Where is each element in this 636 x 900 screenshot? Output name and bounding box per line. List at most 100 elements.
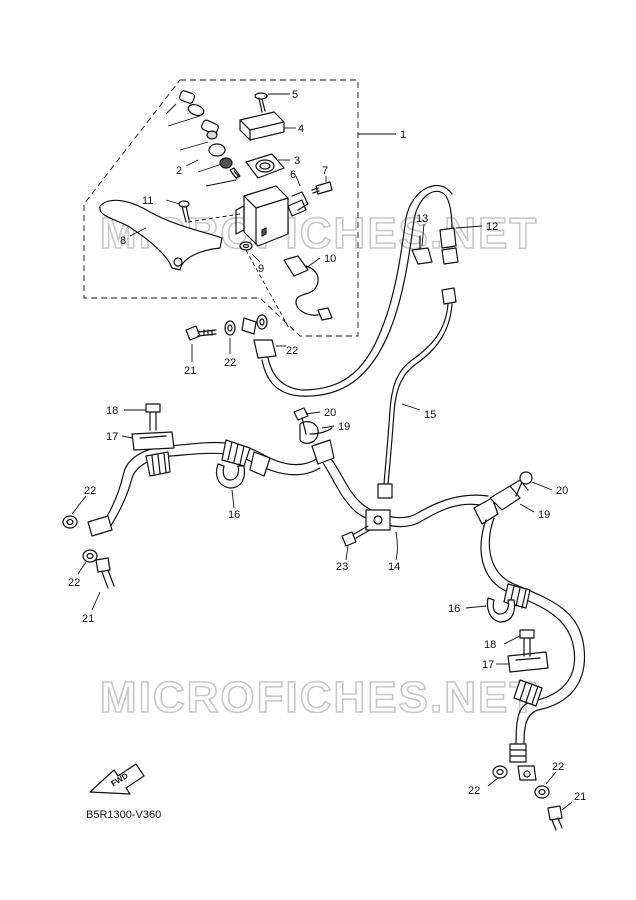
callout-16b[interactable]: 16 (448, 603, 460, 615)
brake-switch (283, 255, 333, 321)
nut-9 (239, 241, 253, 251)
leader-19a (321, 425, 335, 429)
leader-22c (71, 495, 87, 515)
leader-13 (421, 223, 425, 247)
callout-22a[interactable]: 22 (224, 357, 236, 369)
reservoir-cap (239, 111, 285, 141)
leader-12 (455, 225, 483, 229)
leader-6 (295, 175, 301, 187)
callout-22d[interactable]: 22 (68, 577, 80, 589)
callout-10[interactable]: 10 (324, 253, 336, 265)
callout-17a[interactable]: 17 (106, 431, 118, 443)
switch-link-dashed (245, 249, 291, 331)
leader-22f (545, 771, 557, 785)
callout-20a[interactable]: 20 (324, 407, 336, 419)
callout-17b[interactable]: 17 (482, 659, 494, 671)
callout-19a[interactable]: 19 (338, 421, 350, 433)
brake-pipe-15 (377, 287, 457, 499)
bolt-18b (519, 629, 535, 657)
callout-13[interactable]: 13 (416, 213, 428, 225)
leader-16a (231, 489, 235, 509)
leader-14 (395, 531, 398, 561)
leader-19b (519, 503, 535, 513)
leader-22d (77, 561, 87, 575)
callout-5[interactable]: 5 (292, 89, 298, 101)
callout-23[interactable]: 23 (336, 561, 348, 573)
bracket-13 (411, 235, 433, 265)
callout-9[interactable]: 9 (258, 263, 264, 275)
brake-hose-left (87, 439, 321, 537)
callout-22c[interactable]: 22 (84, 485, 96, 497)
leader-22e (487, 777, 499, 787)
callout-11[interactable]: 11 (142, 195, 153, 207)
leader-21c (561, 801, 573, 811)
leader-20b (531, 481, 553, 491)
banjo-bolt-21-right (547, 805, 563, 831)
leader-23 (345, 545, 349, 561)
piston-kit (165, 90, 241, 187)
callout-22e[interactable]: 22 (468, 785, 480, 797)
bolt-20b (515, 471, 533, 497)
callout-21c[interactable]: 21 (574, 791, 586, 803)
callout-21b[interactable]: 21 (82, 613, 94, 625)
callout-19b[interactable]: 19 (538, 509, 550, 521)
leader-9 (251, 253, 261, 263)
brake-hose-12 (261, 184, 459, 397)
callout-7[interactable]: 7 (322, 165, 328, 177)
leader-10 (305, 257, 321, 269)
washer-22e (492, 765, 508, 779)
banjo-fitting-top (241, 317, 277, 359)
leader-8 (129, 227, 147, 237)
leader-20a (305, 411, 321, 415)
watermark-bottom: MICROFICHES.NET (100, 673, 538, 722)
leader-15 (401, 403, 421, 411)
washer-22d (82, 549, 98, 563)
callout-1[interactable]: 1 (400, 129, 406, 141)
callout-15[interactable]: 15 (424, 409, 436, 421)
banjo-bolt-21-left (95, 557, 115, 589)
callout-12[interactable]: 12 (486, 221, 498, 233)
leader-21b (91, 591, 101, 611)
clamp-17a (131, 431, 175, 451)
diagram-code: B5R1300-V360 (86, 809, 161, 821)
clamp-16a (215, 463, 246, 489)
bracket-19a (299, 421, 333, 444)
leader-2 (185, 159, 199, 167)
leader-16b (465, 605, 487, 609)
callout-8[interactable]: 8 (120, 235, 126, 247)
washer-22b (256, 314, 268, 330)
callout-22f[interactable]: 22 (552, 761, 564, 773)
clamp-17b (507, 651, 549, 673)
brake-lever (99, 199, 223, 271)
forward-arrow-icon: FWD (89, 763, 145, 795)
bolt-23 (341, 525, 371, 547)
diaphragm (245, 153, 285, 179)
callout-18a[interactable]: 18 (106, 405, 118, 417)
screw-5 (254, 92, 268, 113)
callout-2[interactable]: 2 (176, 165, 182, 177)
clamp-16b (486, 597, 516, 623)
callout-21a[interactable]: 21 (184, 365, 196, 377)
master-cylinder-body (235, 185, 309, 247)
callout-6[interactable]: 6 (290, 169, 296, 181)
washer-22c (62, 515, 78, 529)
washer-22a (224, 320, 236, 336)
callout-20b[interactable]: 20 (556, 485, 568, 497)
brake-hose-right (480, 517, 586, 763)
bolt-7 (311, 181, 333, 195)
callout-22b[interactable]: 22 (286, 345, 298, 357)
callout-18b[interactable]: 18 (484, 639, 496, 651)
pivot-bolt-11 (178, 200, 190, 223)
callout-4[interactable]: 4 (298, 123, 304, 135)
bolt-20a (293, 407, 309, 435)
banjo-fitting-bottom (517, 765, 537, 781)
callout-14[interactable]: 14 (388, 561, 400, 573)
assembly-boundary (83, 79, 359, 337)
banjo-bolt-21-top (185, 325, 217, 341)
bolt-18a (145, 403, 161, 431)
callout-16a[interactable]: 16 (228, 509, 240, 521)
brake-hose-14 (311, 439, 499, 531)
leader-17a (121, 435, 133, 439)
callout-3[interactable]: 3 (294, 155, 300, 167)
